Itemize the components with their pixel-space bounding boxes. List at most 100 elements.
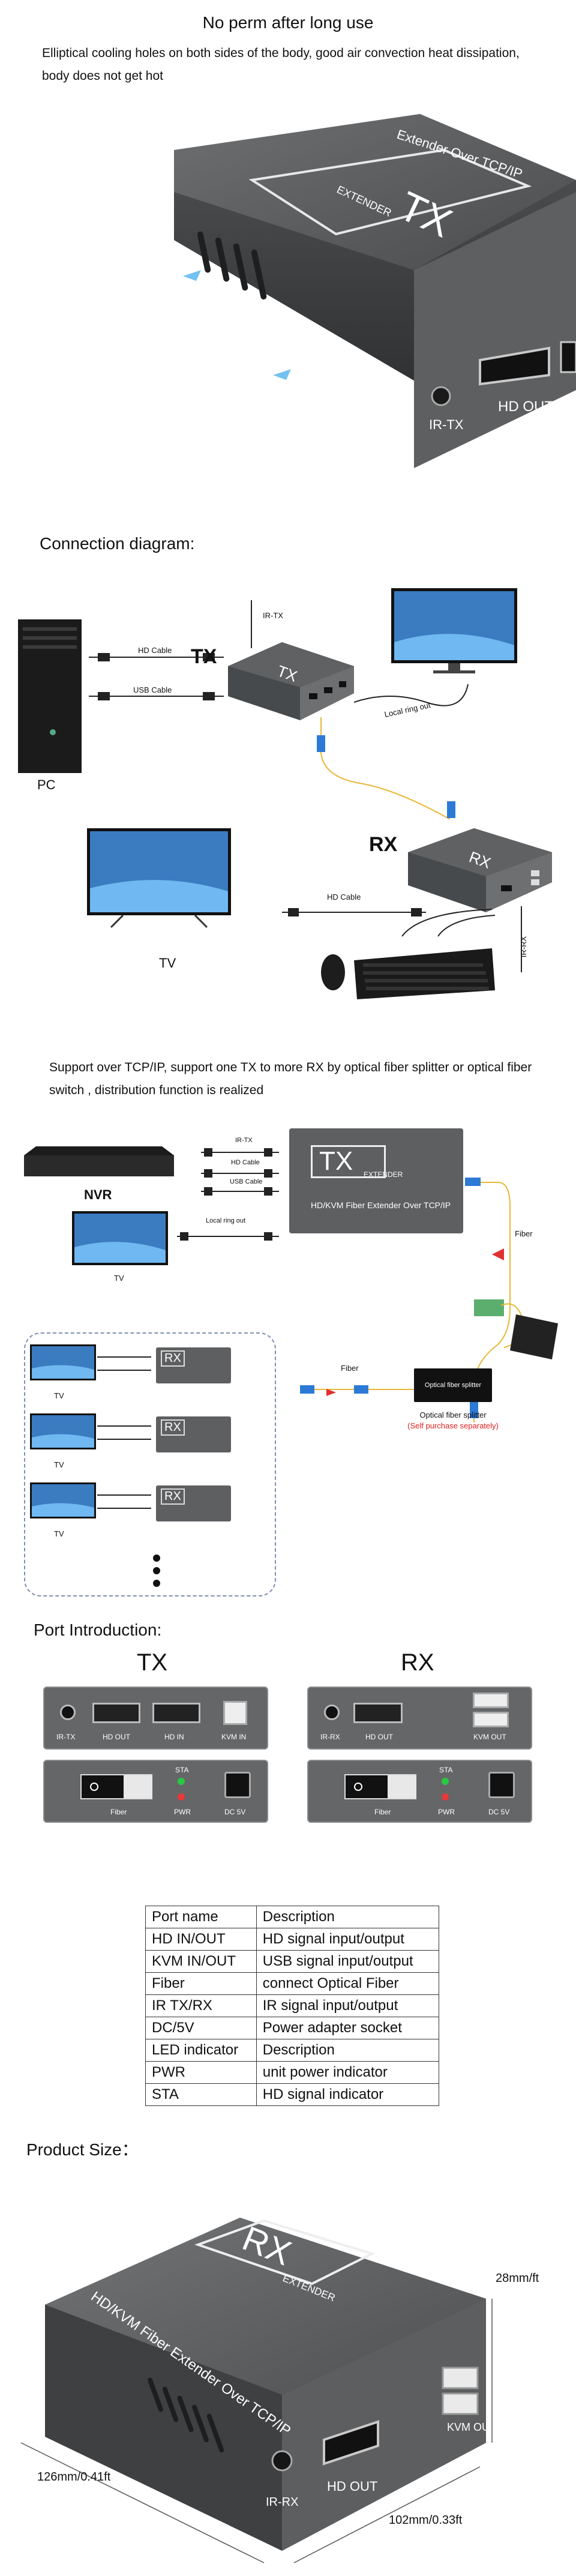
rx-device-row-2: RX	[156, 1416, 231, 1452]
tv-label-row-2: TV	[54, 1460, 64, 1469]
svg-text:IR-RX: IR-RX	[266, 2496, 298, 2509]
section-cooling: No perm after long use Elliptical coolin…	[0, 0, 576, 498]
section-port-introduction: Port Introduction: TX RX IR-TX HD OUT HD…	[0, 1621, 576, 2131]
tx-device-front: TX EXTENDER HD/KVM Fiber Extender Over T…	[289, 1128, 463, 1233]
tv-label: TV	[159, 955, 176, 971]
local-ring-out-label-2: Local ring out	[206, 1217, 246, 1224]
table-cell-port: DC/5V	[145, 2017, 257, 2039]
rx-fiber-port-label: Fiber	[374, 1808, 391, 1816]
hd-in-port	[152, 1703, 200, 1723]
table-cell-description: HD signal indicator	[256, 2083, 440, 2106]
section3-text: Support over TCP/IP, support one TX to m…	[49, 1061, 532, 1097]
ir-rx-port	[324, 1705, 340, 1720]
hd-cable-label-2: HD Cable	[327, 892, 361, 901]
rx-pwr-led	[442, 1793, 449, 1801]
rx-unit-row-1: TV RX	[30, 1344, 270, 1410]
hd-cable-label-3: HD Cable	[231, 1159, 260, 1166]
keyboard-mouse-image	[321, 948, 495, 999]
hd-out-port-label: HD OUT	[103, 1733, 130, 1741]
table-cell-description: USB signal input/output	[256, 1950, 440, 1973]
fiber-path	[465, 1178, 511, 1422]
rx-hd-out-port-label: HD OUT	[365, 1733, 393, 1741]
rx-column-title: RX	[401, 1649, 434, 1676]
splitter-image	[474, 1299, 558, 1359]
usb-cables-rx	[401, 909, 496, 937]
kvm-out-port-label: KVM OUT	[473, 1733, 506, 1741]
hd-out-port	[92, 1703, 140, 1723]
tx-device-front-name: HD/KVM Fiber Extender Over TCP/IP	[311, 1200, 451, 1210]
tx-column-title: TX	[137, 1649, 168, 1676]
rx-sta-led	[442, 1778, 449, 1785]
table-row: KVM IN/OUT USB signal input/output	[145, 1950, 440, 1973]
tx-back-panel: Fiber STA PWR DC 5V	[43, 1760, 268, 1823]
hd-cable-label-1: HD Cable	[138, 646, 172, 655]
tx-label: TX	[191, 645, 217, 668]
table-cell-description: unit power indicator	[256, 2061, 440, 2084]
tx-device-photo: TX EXTENDER Extender Over TCP/IP IR-TX H…	[174, 114, 576, 468]
rx-hd-out-port	[353, 1703, 403, 1723]
dim-height-label: 28mm/ft	[496, 2272, 539, 2285]
self-purchase-note: (Self purchase separately)	[407, 1421, 499, 1430]
ir-tx-port	[60, 1705, 76, 1720]
rx-group-box	[24, 1332, 276, 1596]
dim-width-label: 102mm/0.33ft	[389, 2514, 463, 2527]
tx-input-cables	[201, 1148, 279, 1196]
usb-cable-label-2: USB Cable	[230, 1178, 263, 1185]
table-cell-port: PWR	[145, 2061, 257, 2084]
table-cell-description: Power adapter socket	[256, 2017, 440, 2039]
table-cell-description: Description	[256, 1906, 440, 1928]
splitter-caption: Optical fiber splitter	[419, 1410, 487, 1419]
ir-tx-port-label: IR-TX	[56, 1733, 76, 1741]
tx-device-diagram: TX	[228, 642, 354, 720]
sta-led	[178, 1778, 185, 1785]
dim-depth-label: 126mm/0.41ft	[37, 2470, 111, 2484]
rx-unit-row-2: TV RX	[30, 1413, 270, 1479]
pc-tower-image	[18, 619, 82, 773]
nvr-image	[24, 1146, 174, 1176]
table-cell-port: Port name	[145, 1906, 257, 1928]
svg-text:KVM OUT: KVM OUT	[447, 2421, 496, 2433]
kvm-out-port	[473, 1693, 509, 1729]
rx-device-size-photo: RX EXTENDER HD/KVM Fiber Extender Over T…	[20, 2218, 496, 2563]
tv-image	[87, 828, 231, 928]
kvm-in-port-label: KVM IN	[221, 1733, 247, 1741]
table-cell-description: connect Optical Fiber	[256, 1972, 440, 1995]
section1-title: No perm after long use	[202, 13, 374, 32]
rx-unit-list: TV RX TV RX TV RX	[30, 1344, 270, 1560]
pwr-led	[178, 1793, 185, 1801]
table-cell-port: KVM IN/OUT	[145, 1950, 257, 1973]
ir-rx-cable	[521, 906, 522, 972]
rx-dc-port-label: DC 5V	[488, 1808, 510, 1816]
ir-tx-label: IR-TX	[263, 611, 283, 620]
tv-image-2	[72, 1211, 168, 1265]
fiber-label-2: Fiber	[341, 1364, 359, 1373]
rx-label: RX	[369, 833, 398, 856]
section5-title: Product Size：	[26, 2140, 139, 2159]
dc-port	[224, 1772, 251, 1798]
rx-device-row-3: RX	[156, 1485, 231, 1521]
fiber-label-1: Fiber	[515, 1229, 533, 1238]
table-cell-port: LED indicator	[145, 2039, 257, 2062]
table-row: LED indicator Description	[145, 2039, 440, 2062]
ir-rx-port-label: IR-RX	[320, 1733, 340, 1741]
rx-device-diagram: RX	[408, 828, 552, 912]
nvr-label: NVR	[84, 1187, 112, 1202]
pwr-label: PWR	[174, 1808, 191, 1816]
local-ring-out-cable	[354, 684, 469, 706]
rx-dc-port	[488, 1772, 515, 1798]
rx-unit-row-3: TV RX	[30, 1482, 270, 1548]
rx-sta-label: STA	[439, 1766, 453, 1774]
table-cell-description: HD signal input/output	[256, 1928, 440, 1951]
rx-device-row-1: RX	[156, 1347, 231, 1383]
rx-front-panel: IR-RX HD OUT KVM OUT	[307, 1687, 532, 1750]
ir-tx-label-2: IR-TX	[235, 1137, 253, 1144]
tx-cable-lines	[89, 653, 224, 700]
svg-text:HD OUT: HD OUT	[327, 2479, 377, 2494]
